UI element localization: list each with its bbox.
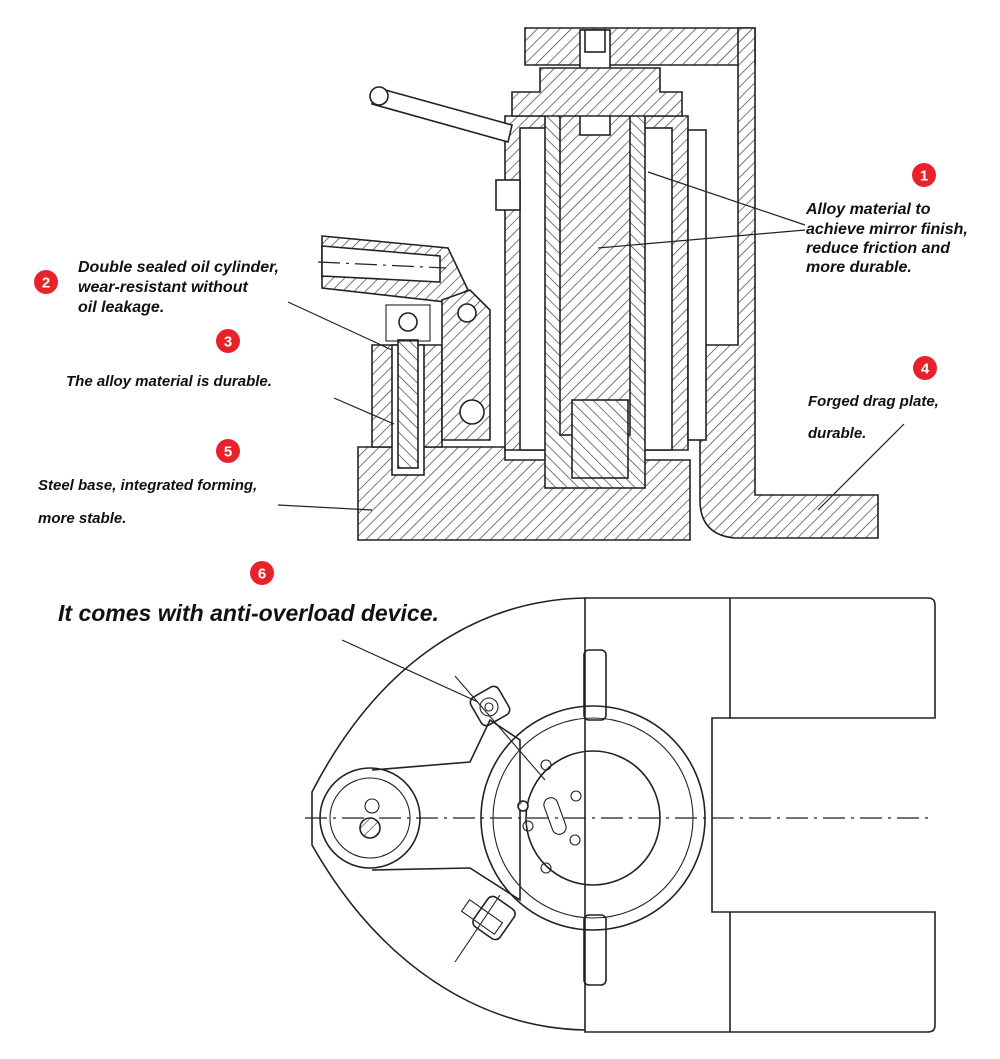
ram-core	[559, 79, 631, 436]
callout-line: The alloy material is durable.	[66, 373, 272, 390]
callout-badge-6: 6	[250, 561, 274, 585]
callout-line: reduce friction and	[806, 240, 951, 257]
callout-badge-5: 5	[216, 439, 240, 463]
base-outline	[311, 597, 586, 1031]
gland-ring	[511, 67, 683, 117]
leader-2	[287, 301, 393, 351]
badge-number: 2	[42, 275, 50, 292]
handle-end	[369, 86, 389, 106]
plunger-bolt	[398, 312, 418, 332]
bolt-head	[584, 29, 606, 53]
callout-badge-3: 3	[216, 329, 240, 353]
leader-5	[277, 504, 373, 511]
linkage-arm	[371, 718, 521, 902]
cylinder-outer	[480, 705, 706, 931]
leader-lines	[277, 171, 905, 703]
port-5	[569, 834, 581, 846]
callout-line: more durable.	[806, 259, 912, 276]
callout-line: Double sealed oil cylinder,	[78, 259, 279, 276]
callout-line: oil leakage.	[78, 299, 164, 316]
port-1	[540, 759, 552, 771]
cylinder-ram	[525, 750, 661, 886]
leader-4	[817, 423, 905, 511]
callout-line: Alloy material to	[805, 201, 931, 218]
callout-text-6: It comes with anti-overload device.	[58, 600, 439, 626]
callout-badge-4: 4	[913, 356, 937, 380]
drag-plate-gap	[687, 129, 707, 441]
release-slot	[543, 797, 567, 835]
bracket-pin	[459, 399, 485, 425]
pump-lever-tube	[321, 245, 441, 283]
callout-line: wear-resistant without	[78, 279, 248, 296]
callout-line: It comes with anti-overload device.	[58, 600, 439, 626]
callout-line: achieve mirror finish,	[806, 221, 968, 238]
callout-line: Steel base, integrated forming,	[38, 477, 257, 494]
badge-number: 4	[921, 361, 930, 378]
bottom-tab	[583, 914, 607, 986]
release-valve	[495, 179, 521, 211]
leader-6	[341, 639, 479, 703]
pump-plug	[359, 817, 381, 839]
callout-text-3: The alloy material is durable.	[66, 373, 272, 390]
right-frame	[584, 597, 936, 1033]
badge-number: 5	[224, 444, 232, 461]
ram-bottom	[571, 399, 629, 479]
badge-number: 1	[920, 168, 928, 185]
callout-line: durable.	[808, 425, 866, 442]
pump-plunger	[397, 339, 419, 469]
pump-boss	[319, 767, 421, 869]
callout-badge-2: 2	[34, 270, 58, 294]
anti-overload-valve	[469, 685, 511, 727]
callout-text-5: Steel base, integrated forming, more sta…	[38, 477, 257, 527]
pump-hole	[364, 798, 380, 814]
callout-line: more stable.	[38, 510, 126, 527]
top-saddle	[524, 27, 756, 66]
port-3	[522, 820, 534, 832]
plan-view	[305, 597, 936, 1033]
section-view	[317, 27, 879, 541]
lever-pivot	[457, 303, 477, 323]
leader-3	[333, 397, 395, 425]
pump-boss-inner	[329, 777, 411, 859]
lower-valve	[454, 894, 516, 963]
badge-number: 6	[258, 566, 266, 583]
cylinder-mid	[492, 717, 694, 919]
callout-text-2: Double sealed oil cylinder, wear-resista…	[78, 259, 279, 316]
drag-plate	[699, 27, 879, 539]
lever-centerline	[317, 261, 447, 269]
badge-number: 3	[224, 334, 232, 351]
port-4	[540, 862, 552, 874]
leader-1a	[647, 171, 806, 226]
port-2	[570, 790, 582, 802]
top-tab	[583, 649, 607, 721]
screen-plug	[517, 800, 529, 812]
callout-text-4: Forged drag plate, durable.	[808, 393, 939, 442]
callout-line: Forged drag plate,	[808, 393, 939, 410]
callout-badge-1: 1	[912, 163, 936, 187]
jack-handle	[370, 87, 513, 143]
plunger-clevis	[385, 304, 431, 342]
leader-1b	[597, 229, 806, 249]
callout-text-1: Alloy material to achieve mirror finish,…	[805, 201, 968, 276]
